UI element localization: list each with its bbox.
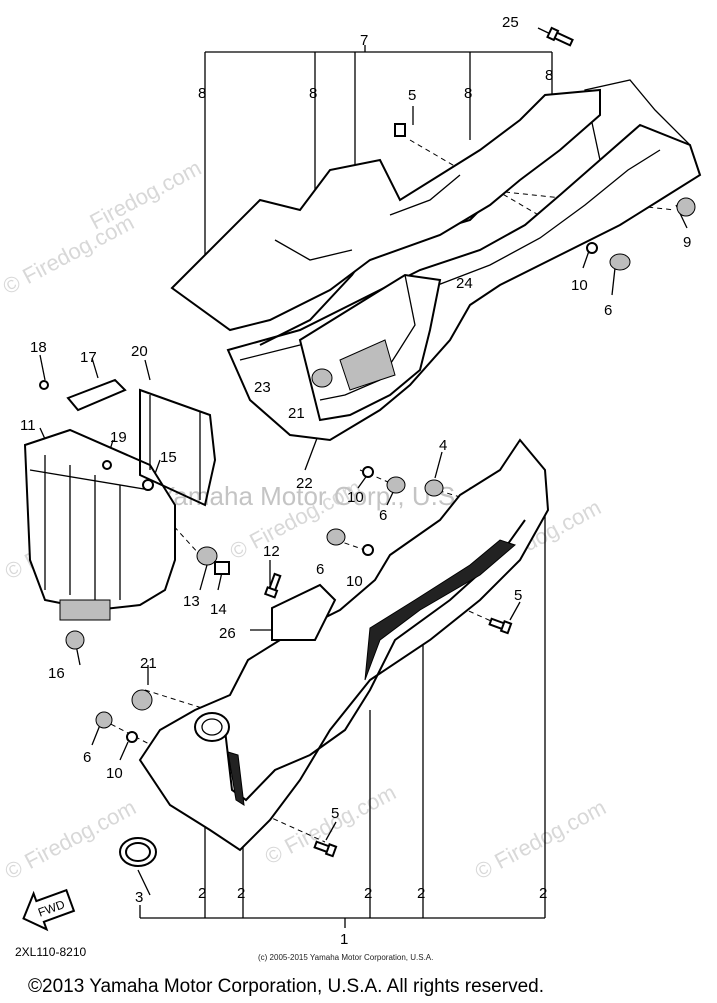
callout-5: 5	[408, 87, 416, 104]
ring-clip	[119, 837, 157, 867]
callout-18: 18	[30, 339, 47, 356]
footer-copyright: ©2013 Yamaha Motor Corporation, U.S.A. A…	[28, 976, 544, 997]
grommet	[424, 479, 444, 497]
grommet	[65, 630, 85, 650]
callout-21: 21	[140, 655, 157, 672]
callout-11: 11	[20, 417, 36, 434]
watermark-firedog: © Firedog.com	[471, 794, 610, 884]
callout-2: 2	[364, 885, 372, 902]
grommet	[131, 689, 153, 711]
collar	[214, 561, 230, 575]
fasteners	[39, 26, 696, 867]
grommet	[326, 528, 346, 546]
electrical-box	[23, 428, 176, 621]
callout-10: 10	[347, 489, 364, 506]
callout-26: 26	[219, 625, 236, 642]
callout-17: 17	[80, 349, 97, 366]
callout-2: 2	[539, 885, 547, 902]
callout-22: 22	[296, 475, 313, 492]
callout-6: 6	[604, 302, 612, 319]
callout-6: 6	[316, 561, 324, 578]
callout-19: 19	[110, 429, 127, 446]
callout-8: 8	[545, 67, 553, 84]
callout-4: 4	[439, 437, 447, 454]
callout-25: 25	[502, 14, 519, 31]
callout-1: 1	[340, 931, 348, 948]
collar	[586, 242, 598, 254]
callout-24: 24	[456, 275, 473, 292]
callout-numbers: 7 8 8 8 8 25 5 9 10 6 24 18 17 20 23 21 …	[20, 14, 691, 948]
callout-6: 6	[379, 507, 387, 524]
decal-upper	[170, 88, 601, 332]
callout-2: 2	[237, 885, 245, 902]
callout-8: 8	[464, 85, 472, 102]
callout-10: 10	[571, 277, 588, 294]
callout-2: 2	[198, 885, 206, 902]
grommet	[311, 368, 333, 388]
inner-panel	[298, 273, 442, 422]
callout-21: 21	[288, 405, 305, 422]
callout-5: 5	[514, 587, 522, 604]
watermark-firedog: Firedog.com	[86, 155, 206, 234]
grommet	[196, 546, 218, 566]
callout-14: 14	[210, 601, 227, 618]
lower-side-cover	[138, 438, 550, 852]
callout-7: 7	[360, 32, 368, 49]
callout-12: 12	[263, 543, 280, 560]
grommet	[386, 476, 406, 494]
callout-8: 8	[309, 85, 317, 102]
callout-10: 10	[346, 573, 363, 590]
callout-13: 13	[183, 593, 200, 610]
grommet	[609, 253, 631, 271]
callout-2: 2	[417, 885, 425, 902]
callout-23: 23	[254, 379, 271, 396]
callout-15: 15	[160, 449, 177, 466]
callout-9: 9	[683, 234, 691, 251]
callout-5: 5	[331, 805, 339, 822]
diagram-code: 2XL110-8210	[15, 945, 87, 959]
callout-16: 16	[48, 665, 65, 682]
grommet	[95, 711, 113, 729]
callout-20: 20	[131, 343, 148, 360]
bracket	[139, 388, 217, 507]
forward-arrow-icon: FWD	[22, 888, 76, 932]
callout-10: 10	[106, 765, 123, 782]
watermark-firedog: © Firedog.com	[1, 794, 140, 884]
callout-3: 3	[135, 889, 143, 906]
plate	[271, 583, 337, 641]
callout-6: 6	[83, 749, 91, 766]
strap	[66, 378, 127, 412]
grommet	[676, 197, 696, 217]
collar	[362, 466, 374, 478]
collar	[126, 731, 138, 743]
small-copyright: (c) 2005-2015 Yamaha Motor Corporation, …	[258, 953, 433, 962]
callout-8: 8	[198, 85, 206, 102]
collar	[362, 544, 374, 556]
